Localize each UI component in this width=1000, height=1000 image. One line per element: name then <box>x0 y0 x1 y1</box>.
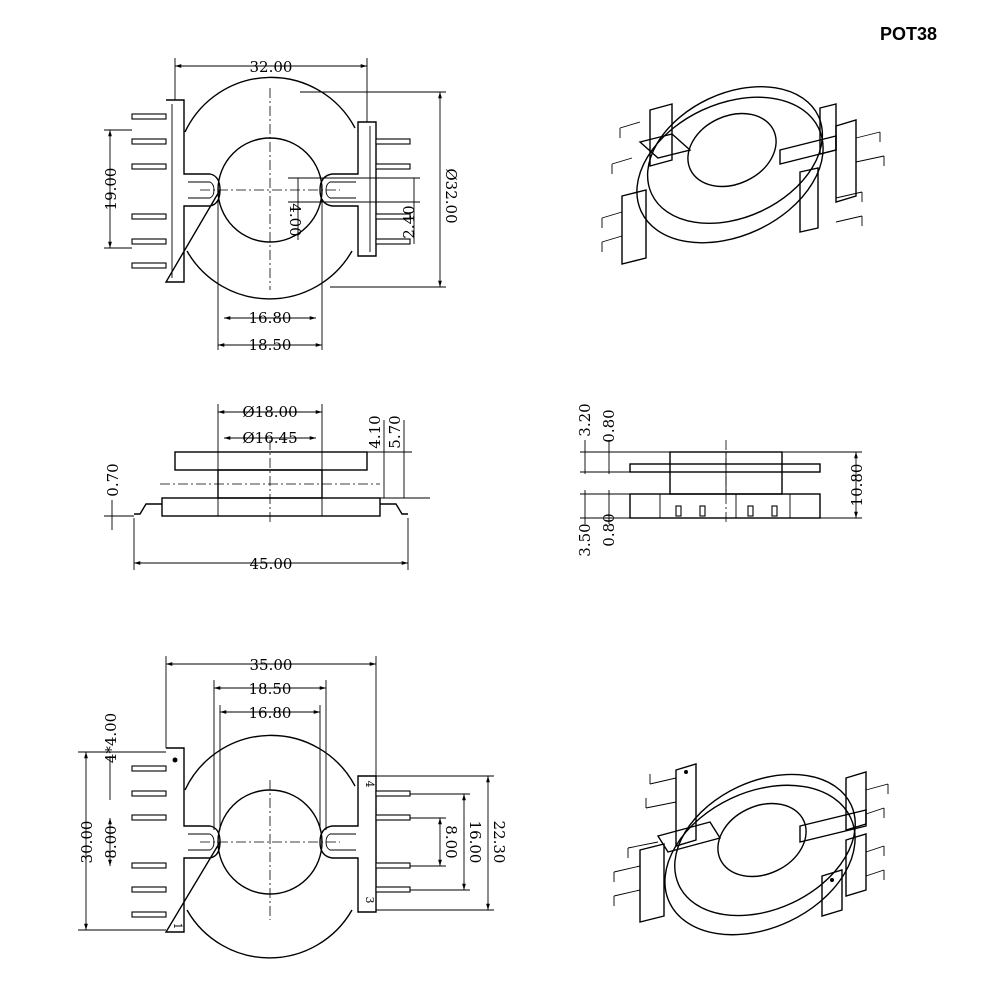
drawing-title: POT38 <box>880 24 938 44</box>
dim-end-3-20: 3.20 <box>576 403 594 436</box>
top-right-pins <box>375 138 411 245</box>
dim-bottom-8-00-right: 8.00 <box>442 825 460 858</box>
pin-mark-1: 1 <box>171 923 184 930</box>
pin-1-dot <box>172 757 178 763</box>
dim-top-pin-span: 19.00 <box>102 168 120 211</box>
top-left-pins <box>131 113 167 269</box>
dim-top-slot-gap: 2.40 <box>400 205 418 238</box>
end-view: 3.20 0.80 3.50 0.80 10.80 <box>576 403 866 556</box>
dim-bottom-16-80: 16.80 <box>249 704 292 722</box>
dim-bottom-18-50: 18.50 <box>249 680 292 698</box>
dim-side-45-00: 45.00 <box>250 555 293 573</box>
dim-top-diameter: Ø32.00 <box>442 168 460 223</box>
dim-end-0-80-top: 0.80 <box>600 409 618 442</box>
dim-top-width: 32.00 <box>250 58 293 76</box>
dim-side-d18: Ø18.00 <box>242 403 297 421</box>
dim-side-d16-45: Ø16.45 <box>242 429 297 447</box>
dim-top-slot-width: 4.00 <box>286 203 304 236</box>
dim-side-0-70: 0.70 <box>104 463 122 496</box>
dim-bottom-30-00: 30.00 <box>78 821 96 864</box>
dim-end-3-50: 3.50 <box>576 523 594 556</box>
dim-side-5-70: 5.70 <box>386 415 404 448</box>
iso-view-bottom <box>613 763 889 936</box>
dim-top-inner-18-50: 18.50 <box>249 336 292 354</box>
iso-view-top <box>601 85 885 265</box>
dim-bottom-16-00: 16.00 <box>466 821 484 864</box>
dim-bottom-22-30: 22.30 <box>490 821 508 864</box>
bottom-left-pins <box>131 765 167 918</box>
dim-top-inner-16-80: 16.80 <box>249 309 292 327</box>
dim-bottom-8-00-left: 8.00 <box>102 825 120 858</box>
end-view-pins <box>675 505 778 517</box>
side-view: Ø18.00 Ø16.45 4.10 5.70 0.70 45.00 <box>104 403 430 573</box>
dim-bottom-pin-pitch: 4*4.00 <box>102 713 120 763</box>
bottom-right-pins <box>375 790 411 893</box>
dim-side-4-10: 4.10 <box>366 415 384 448</box>
dim-end-10-80: 10.80 <box>848 464 866 507</box>
pin-mark-4: 4 <box>363 781 376 788</box>
dim-bottom-35-00: 35.00 <box>250 656 293 674</box>
dim-end-0-80-bottom: 0.80 <box>600 513 618 546</box>
top-view: 32.00 19.00 Ø32.00 4.00 2.40 16.80 18.50 <box>102 58 460 354</box>
bottom-view: 4 3 1 35.00 18.50 16.80 30.00 4*4.00 8.0… <box>78 656 508 959</box>
pin-mark-3: 3 <box>363 897 376 904</box>
